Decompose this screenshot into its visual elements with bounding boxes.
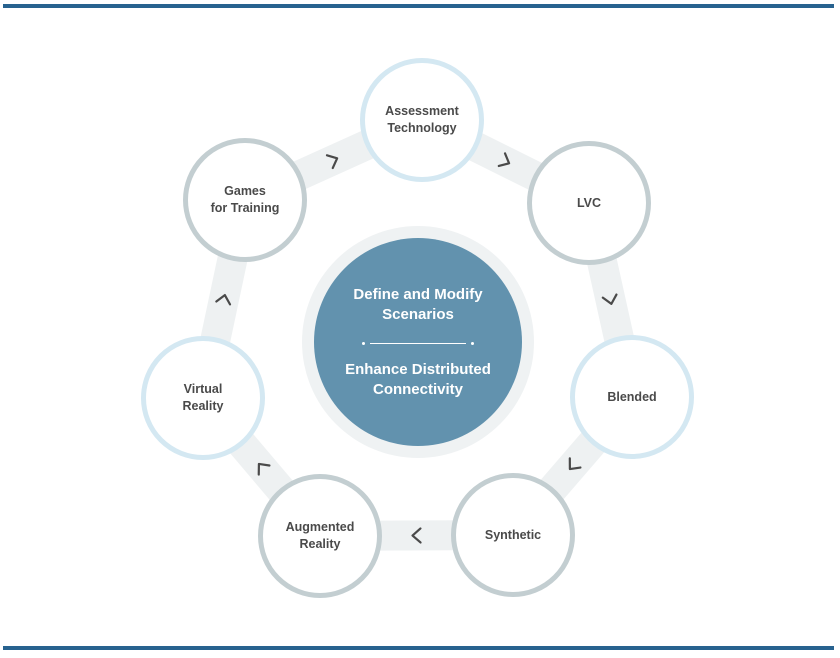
- divider-dot-right: [471, 341, 474, 345]
- node-label: Blended: [607, 389, 657, 404]
- node-label: LVC: [576, 195, 602, 210]
- node-augmented-reality: Augmented Reality: [258, 474, 382, 598]
- node-assessment-technology: Assessment Technology: [360, 58, 484, 182]
- chevron-right-icon: [325, 154, 339, 170]
- center-title: Define and Modify Scenarios: [353, 285, 483, 323]
- chevron-right-icon: [568, 457, 582, 471]
- divider-dot-left: [362, 341, 365, 345]
- node-label: Synthetic: [484, 527, 542, 542]
- node-label: Assessment Technology: [385, 104, 459, 135]
- center-divider: [362, 341, 474, 345]
- chevron-right-icon: [411, 527, 422, 544]
- chevron-right-icon: [601, 293, 618, 306]
- arrow-set: [215, 152, 618, 544]
- node-label: Games for Training: [210, 184, 280, 215]
- top-rule: [3, 4, 834, 8]
- node-virtual-reality: Virtual Reality: [141, 336, 265, 460]
- node-synthetic: Synthetic: [451, 473, 575, 597]
- node-lvc: LVC: [527, 141, 651, 265]
- divider-line: [370, 342, 466, 344]
- chevron-right-icon: [215, 293, 232, 306]
- chevron-right-icon: [497, 152, 511, 168]
- node-label: Virtual Reality: [182, 382, 224, 413]
- bottom-rule: [3, 646, 834, 650]
- node-blended: Blended: [570, 335, 694, 459]
- node-games-for-training: Games for Training: [183, 138, 307, 262]
- chevron-right-icon: [257, 462, 271, 476]
- center-subtitle: Enhance Distributed Connectivity: [345, 360, 491, 398]
- node-label: Augmented Reality: [285, 520, 355, 551]
- center-circle: Define and Modify Scenarios Enhance Dist…: [314, 238, 522, 446]
